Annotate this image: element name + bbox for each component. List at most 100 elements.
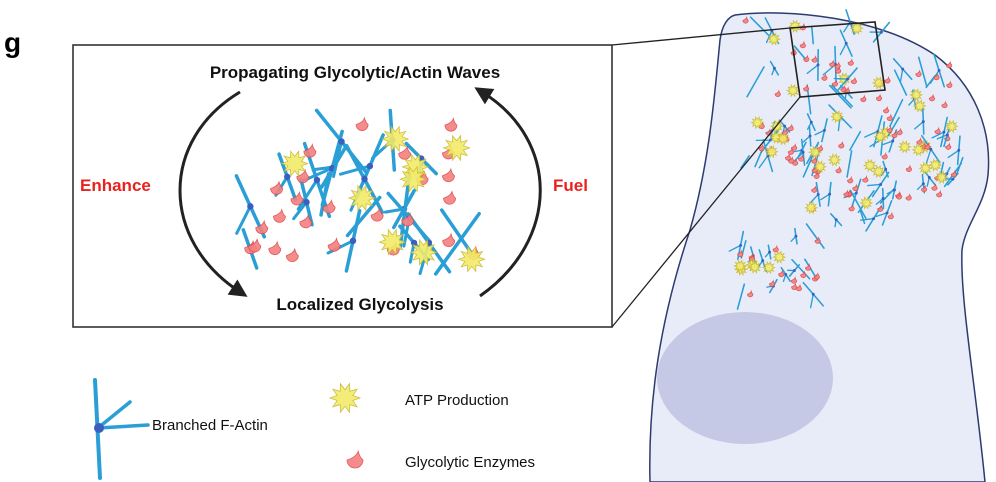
atp-star (934, 170, 949, 185)
cell-actin-waves (728, 9, 964, 310)
actin-filament (736, 283, 746, 310)
zoom-inset-box (72, 44, 613, 328)
glycolytic-enzyme (784, 153, 792, 161)
zoom-region-box (789, 21, 886, 98)
glycolytic-enzyme (788, 156, 795, 164)
atp-star (944, 119, 959, 134)
enhance-label: Enhance (80, 176, 151, 195)
glycolytic-enzyme (896, 191, 903, 200)
atp-star (918, 161, 933, 176)
glycolytic-enzyme (811, 185, 818, 193)
inset-actin-network (234, 108, 486, 276)
branch-junction (823, 128, 826, 132)
branch-junction (792, 269, 796, 272)
atp-star (772, 250, 787, 264)
glycolytic-enzyme (781, 127, 789, 136)
glycolytic-enzyme (813, 272, 820, 280)
branch-junction (921, 120, 925, 124)
legend-enzyme-label: Glycolytic Enzymes (405, 454, 535, 471)
actin-filament (899, 68, 904, 82)
atp-star (849, 21, 864, 36)
actin-filament (332, 140, 344, 179)
glycolytic-enzyme (787, 147, 794, 155)
atp-star (928, 158, 943, 172)
branch-junction (247, 203, 254, 210)
atp-star (761, 260, 776, 275)
actin-filament (809, 293, 814, 309)
zoom-line-bottom (611, 96, 801, 328)
branch-junction (784, 272, 788, 276)
atp-star (807, 145, 822, 159)
glycolytic-enzyme (950, 169, 957, 178)
actin-filament (345, 195, 382, 238)
atp-star-icon (328, 382, 362, 414)
glycolytic-enzyme (850, 76, 857, 85)
actin-filament (831, 84, 854, 108)
glycolytic-enzyme (813, 171, 820, 179)
branch-junction (794, 234, 798, 238)
atp-star (776, 132, 791, 146)
glycolytic-enzyme (891, 130, 898, 139)
actin-filament (805, 223, 825, 249)
glycolytic-enzyme (881, 151, 888, 160)
glycolytic-enzyme (774, 89, 781, 97)
branch-junction (338, 138, 345, 145)
glycolytic-enzyme (886, 125, 893, 133)
glycolytic-enzyme (946, 60, 953, 69)
glycolytic-enzyme (924, 142, 931, 150)
actin-filament (820, 193, 831, 201)
actin-filament (758, 154, 769, 169)
actin-filament (882, 140, 894, 146)
atp-star (280, 150, 309, 178)
branch-junction (313, 176, 321, 184)
actin-filament (846, 150, 853, 178)
glycolytic-enzyme (800, 270, 807, 278)
branch-junction (879, 30, 883, 34)
actin-filament (860, 217, 875, 221)
glycolytic-enzyme (931, 183, 938, 191)
actin-filament (889, 98, 904, 127)
glycolytic-enzyme (790, 276, 798, 284)
actin-filament (875, 212, 888, 218)
actin-filament (802, 135, 811, 143)
atp-star (747, 260, 762, 274)
glycolytic-enzyme (299, 213, 313, 229)
glycolytic-enzyme (862, 175, 869, 183)
glycolytic-enzyme (778, 269, 785, 278)
branch-junction (739, 243, 743, 247)
glycolytic-enzyme (737, 249, 744, 258)
atp-star (897, 140, 912, 154)
atp-star (378, 228, 407, 256)
atp-star (785, 83, 800, 98)
glycolytic-enzyme (401, 211, 415, 227)
atp-star (909, 88, 924, 102)
actin-filament (859, 209, 866, 225)
branch-junction (846, 77, 849, 81)
atp-star (859, 196, 874, 210)
atp-star (813, 159, 828, 174)
glycolytic-enzyme (803, 83, 810, 92)
glycolytic-enzyme (792, 158, 799, 166)
atp-star (862, 158, 877, 173)
glycolytic-enzyme (805, 263, 812, 271)
glycolytic-enzyme (769, 279, 776, 287)
branch-junction (844, 41, 848, 45)
actin-filament (839, 42, 847, 56)
glycolytic-enzyme (811, 55, 818, 63)
glycolytic-enzyme (920, 184, 928, 193)
bottom-label: Localized Glycolysis (276, 295, 443, 314)
branch-junction (303, 198, 310, 206)
branch-junction (891, 139, 895, 143)
glycolytic-enzyme (355, 116, 369, 131)
branch-junction (808, 134, 812, 138)
glycolytic-enzyme (840, 84, 847, 93)
glycolytic-enzyme (905, 193, 912, 201)
atp-star (788, 19, 803, 34)
glycolytic-enzyme (946, 80, 953, 88)
glycolytic-enzyme (915, 69, 922, 77)
branch-junction (361, 175, 368, 183)
actin-filament (931, 131, 945, 139)
glycolytic-enzyme (887, 211, 894, 220)
enhance-arrow (178, 90, 248, 297)
